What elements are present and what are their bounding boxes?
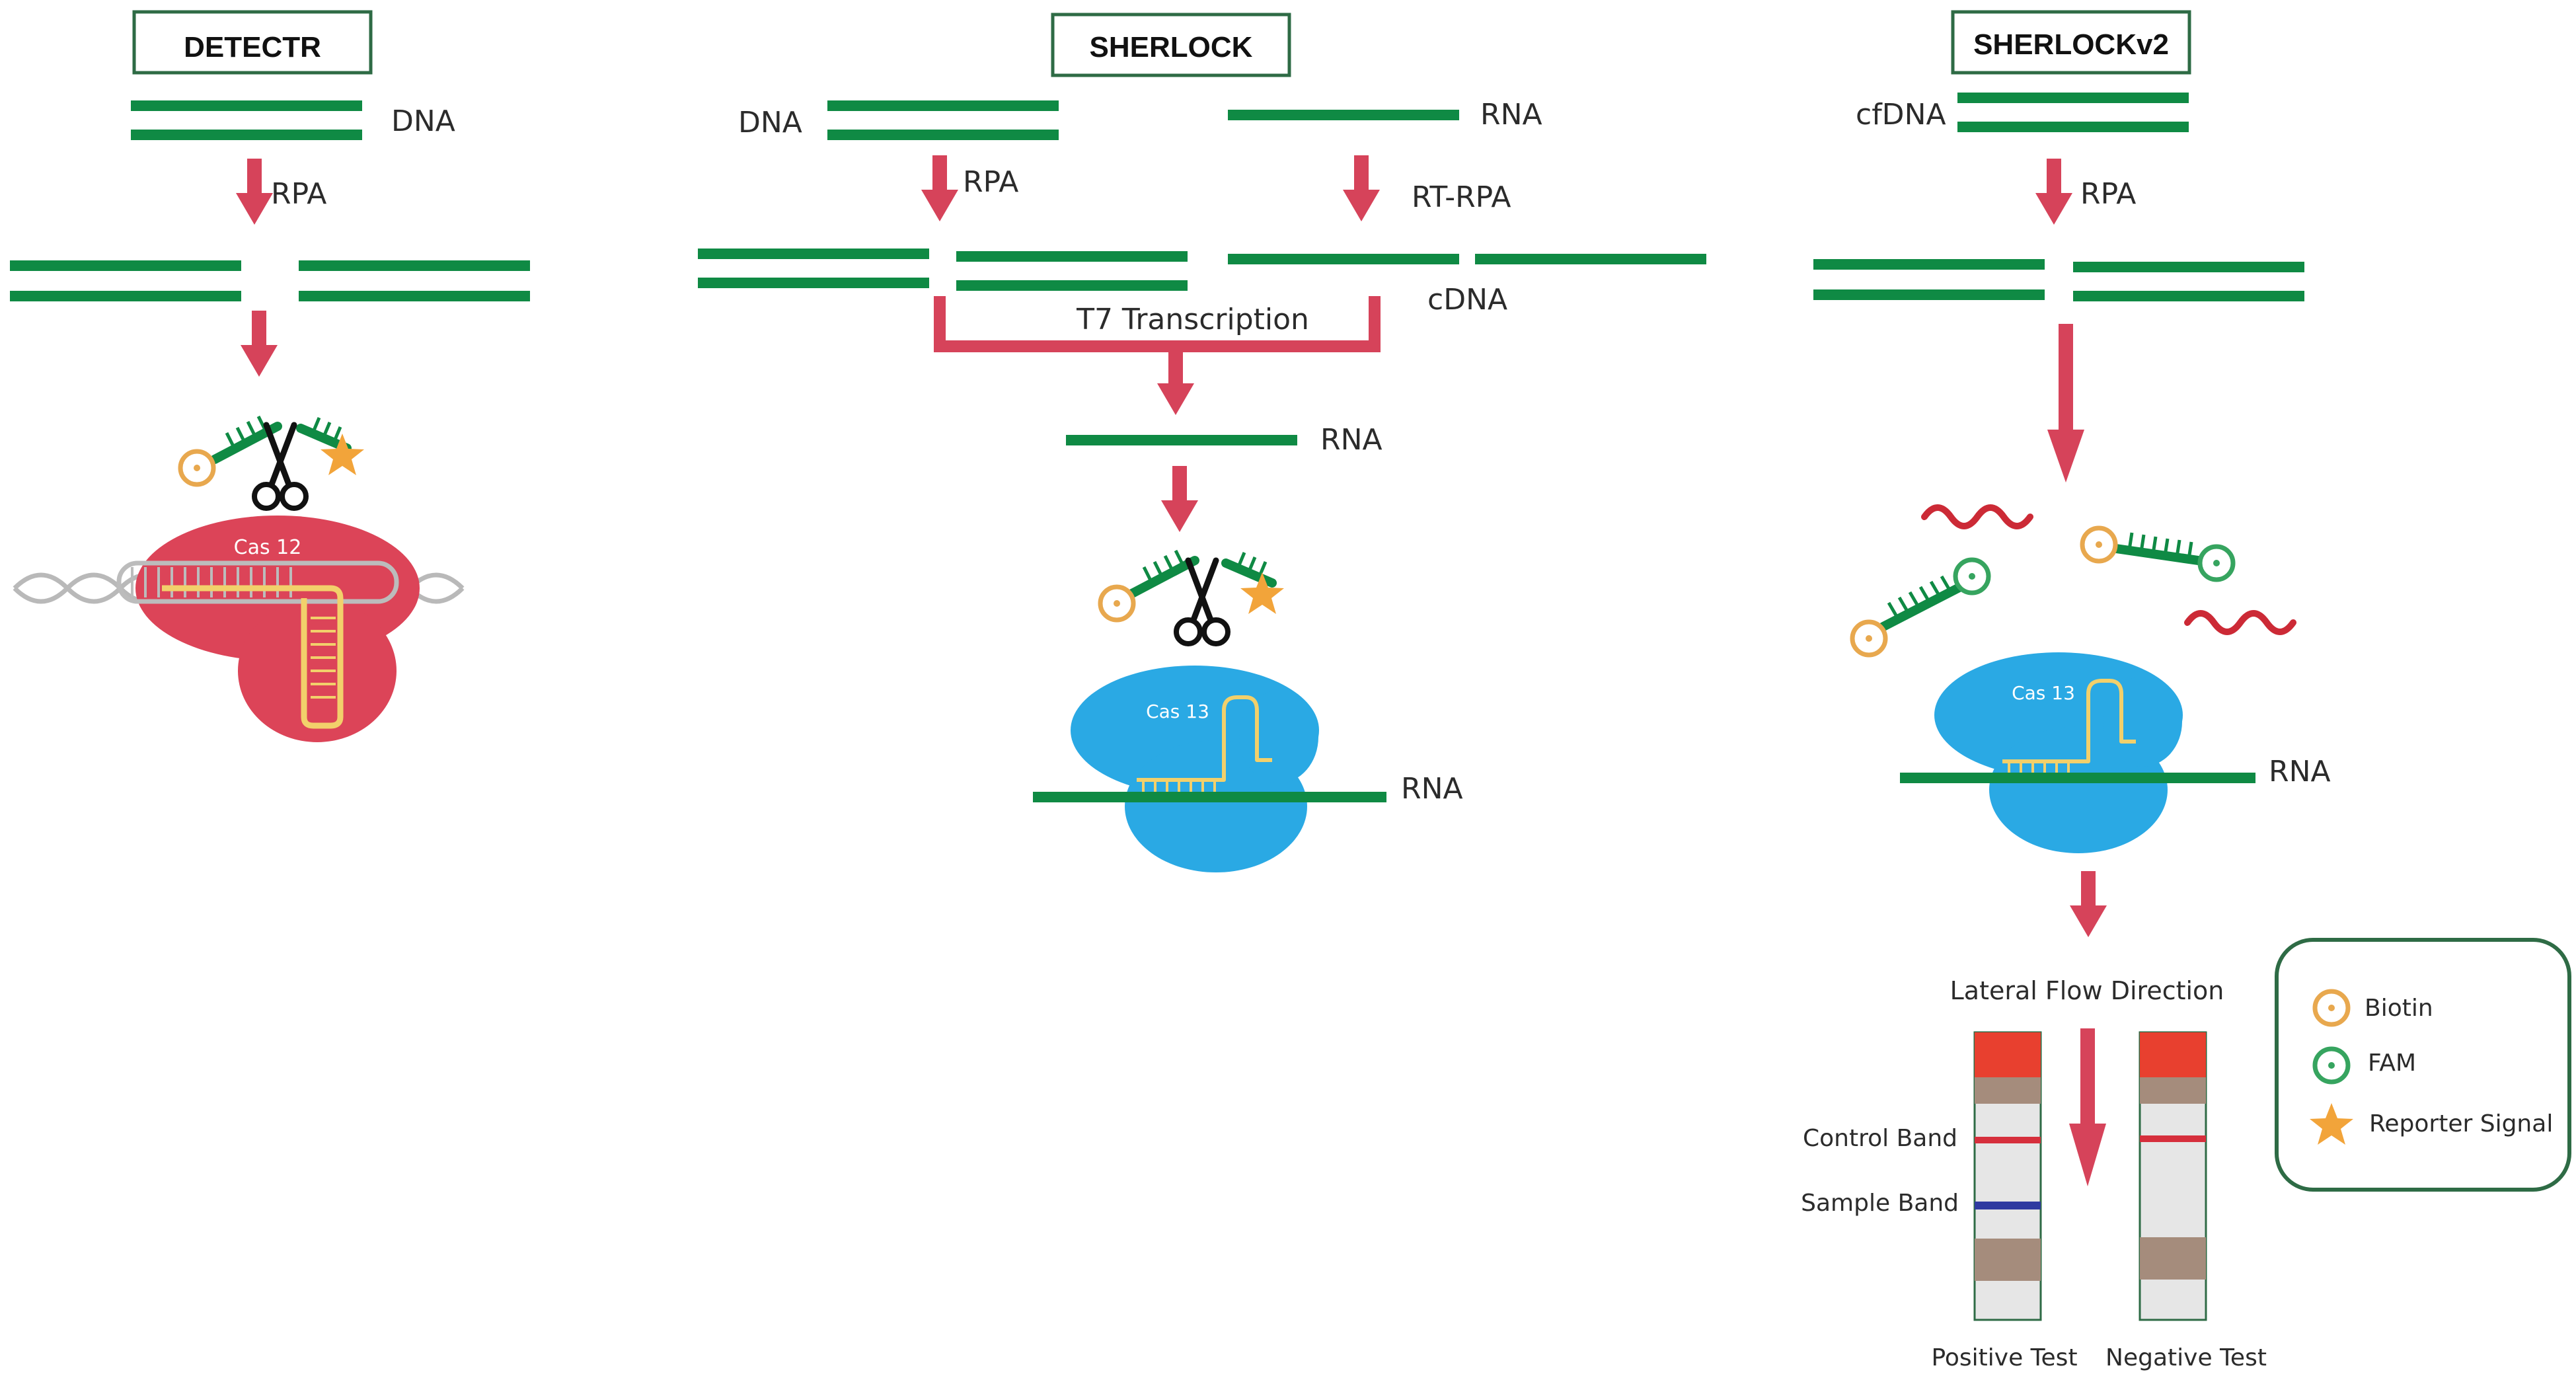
fam-icon [2315,1049,2348,1082]
detectr-arrow-rpa [236,159,273,225]
detectr-panel: DETECTR DNA RPA [10,10,530,742]
sherlockv2-rpa-label: RPA [2080,177,2136,211]
sherlock-title-box [1051,13,1291,77]
sherlockv2-title: SHERLOCKv2 [1973,28,2169,61]
detectr-title-box [132,10,373,75]
positive-sample-band [1975,1202,2041,1209]
positive-control-band [1975,1137,2041,1143]
detectr-rpa-label: RPA [271,177,326,211]
sherlock-t7-label: T7 Transcription [1076,303,1309,336]
sherlock-rna-target-strand [1033,792,1386,802]
biotin-icon [1100,587,1133,620]
sherlockv2-long-arrow [2047,324,2084,482]
lateral-flow-arrow [2069,1028,2106,1186]
cas12-label: Cas 12 [234,536,302,559]
sherlock-panel: SHERLOCK DNA RNA RPA RT-RPA cDNA T7 Tran… [698,13,1706,872]
scissors-icon [1176,560,1228,644]
detectr-arrow-cas [241,311,278,377]
biotin-icon [2082,528,2115,561]
sherlockv2-reporter-2 [2082,528,2233,580]
fam-icon [1955,560,1989,593]
sherlock-rtrpa-label: RT-RPA [1412,180,1511,214]
biotin-icon [1852,622,1885,655]
biotin-icon [180,451,213,484]
sample-band-label: Sample Band [1801,1190,1959,1217]
sherlockv2-arrow-rpa [2035,159,2072,225]
sherlock-arrow-rtrpa [1343,155,1380,221]
sherlockv2-cas13-label: Cas 13 [2012,682,2075,704]
sherlockv2-reporter-1 [1852,560,1989,655]
sherlock-cdna-label: cDNA [1427,283,1507,317]
sherlock-rna-top-label: RNA [1480,98,1542,132]
sherlock-t7-bracket [934,296,1381,352]
sherlock-title: SHERLOCK [1090,31,1253,63]
sherlock-arrow-cas [1161,466,1198,532]
biotin-icon [2315,991,2348,1024]
sherlock-arrow-t7 [1157,349,1194,415]
sherlockv2-cfdna-label: cfDNA [1856,98,1946,132]
detectr-dna-label: DNA [391,104,455,138]
detectr-reporter [180,416,364,508]
sherlock-rna-mid-label: RNA [1320,423,1383,457]
sherlockv2-cas13-protein: Cas 13 [1934,652,2183,853]
legend-biotin-label: Biotin [2365,995,2433,1022]
negative-test-strip [2139,1031,2207,1321]
sherlockv2-cleaved-rna [1921,504,2296,635]
sherlock-rna-strand [1228,110,1459,120]
sherlock-amplified-strands [698,249,1706,291]
legend-reporter-label: Reporter Signal [2369,1110,2553,1137]
sherlock-rna-target-label: RNA [1401,772,1463,806]
sherlock-cas13-label: Cas 13 [1146,701,1209,722]
negative-test-label: Negative Test [2105,1344,2267,1371]
sherlockv2-title-box [1951,10,2191,75]
sherlock-reporter [1100,551,1284,644]
sherlock-rna-mid-strand [1066,435,1297,445]
detectr-title: DETECTR [184,31,321,63]
sherlockv2-panel: SHERLOCKv2 cfDNA RPA [1801,10,2331,1371]
legend-box [2275,938,2571,1192]
star-icon [1240,572,1284,614]
sherlockv2-rna-target-label: RNA [2269,755,2331,788]
lateral-flow-label: Lateral Flow Direction [1950,976,2224,1005]
cas12-protein: Cas 12 [116,516,420,742]
sherlockv2-cfdna-strands [1957,93,2189,132]
sherlockv2-amplified-strands [1813,259,2304,301]
legend: Biotin FAM Reporter Signal [2275,938,2571,1192]
sherlock-rpa-label: RPA [963,165,1018,199]
sherlock-cas13-protein: Cas 13 [1071,666,1319,872]
legend-fam-label: FAM [2368,1050,2416,1077]
positive-test-label: Positive Test [1931,1344,2077,1371]
detectr-amplified-strands [10,260,530,301]
sherlock-dna-label: DNA [738,106,802,139]
sherlock-dna-strands [827,100,1059,140]
positive-test-strip [1973,1031,2042,1321]
fam-icon [2200,547,2233,580]
negative-control-band [2140,1135,2206,1142]
control-band-label: Control Band [1803,1125,1957,1152]
sherlockv2-arrow-lateral [2070,871,2107,937]
sherlock-arrow-rpa [921,155,958,221]
detectr-dna-strands [131,100,362,140]
sherlockv2-rna-target-strand [1900,773,2255,783]
